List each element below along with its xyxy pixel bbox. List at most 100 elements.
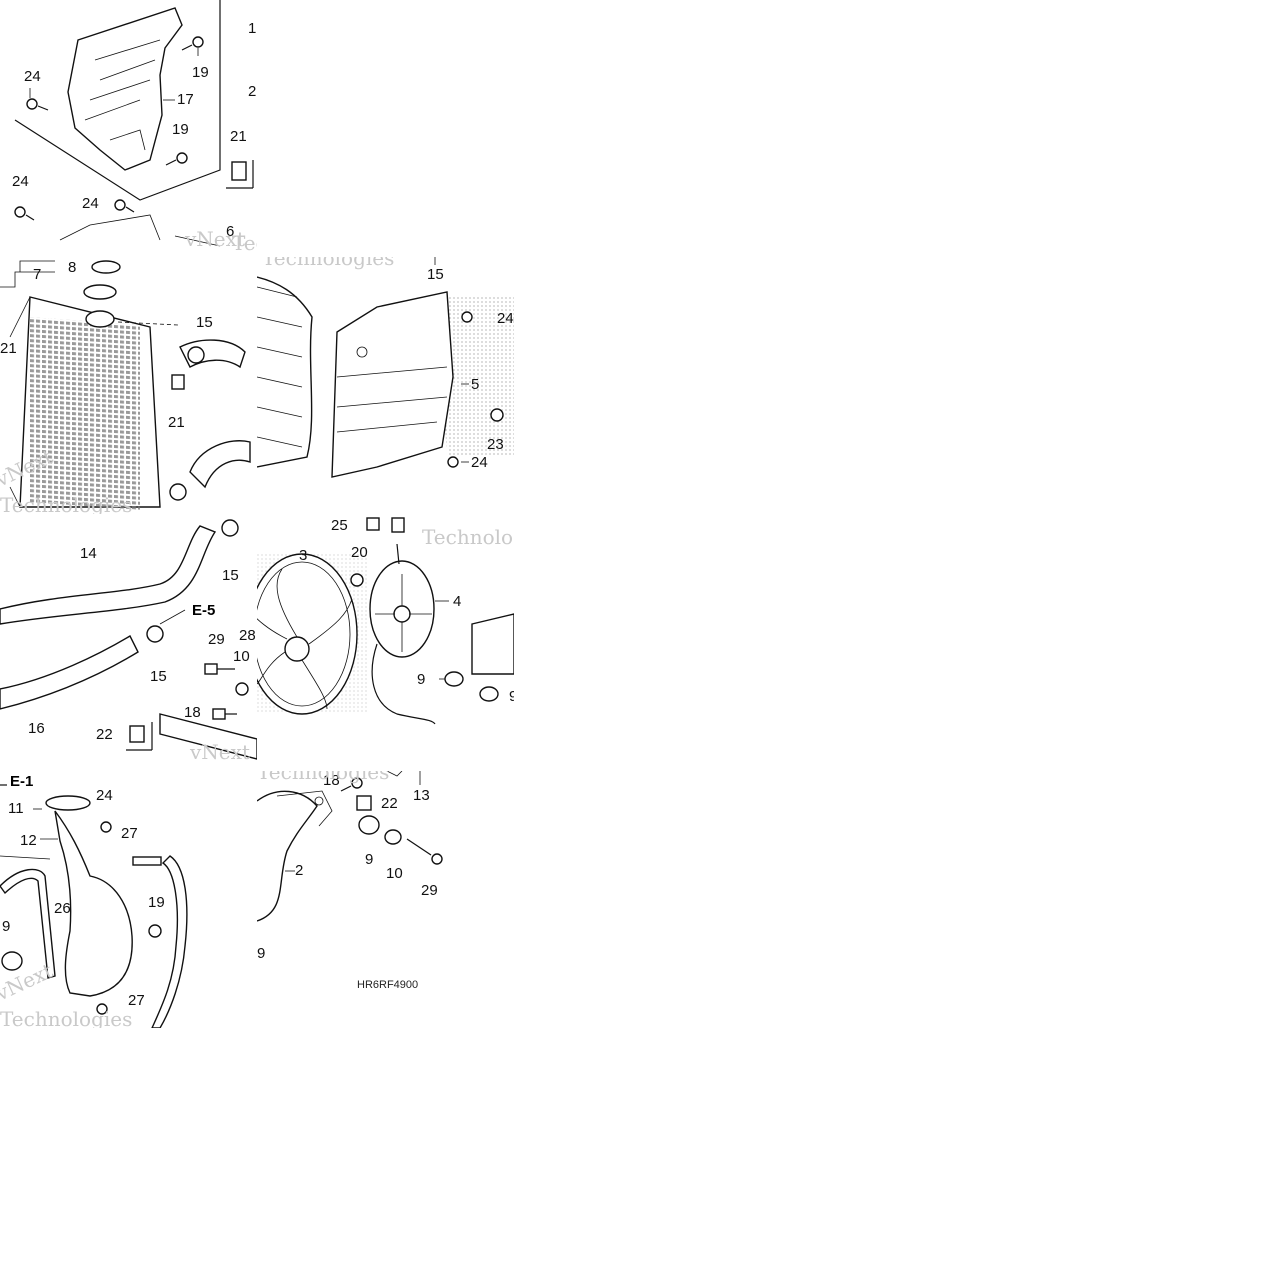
callout-26: 26 (54, 900, 71, 917)
reserve-tank-part (45, 795, 133, 997)
lower-hose-part (0, 635, 139, 710)
reference-e1: E-1 (10, 773, 33, 790)
watermark-text: Technologies (262, 257, 394, 270)
hose-clamp-icon (146, 625, 164, 643)
callout-15: 15 (150, 668, 167, 685)
watermark-text: Technologies (257, 771, 389, 784)
hose-clamp-icon (187, 346, 205, 364)
tile-fan-motor: 25 20 3 4 9 9 Technologies (257, 514, 514, 771)
callout-5: 5 (471, 376, 479, 393)
seal-ring-icon (91, 260, 121, 274)
hose-clamp-icon (221, 519, 239, 537)
callout-21: 21 (230, 128, 247, 145)
callout-10: 10 (386, 865, 403, 882)
bolt-icon (350, 573, 364, 587)
callout-28: 28 (239, 627, 256, 644)
callout-15: 15 (427, 266, 444, 283)
tile-fan-shroud: 15 24 5 23 24 Technologies (257, 257, 514, 514)
callout-20: 20 (351, 544, 368, 561)
nut-icon (490, 408, 504, 422)
fan-motor-part (369, 543, 436, 725)
watermark-text: Technologies (422, 525, 514, 549)
callout-15: 15 (222, 567, 239, 584)
callout-12: 12 (20, 832, 37, 849)
rubber-grommet-icon (1, 951, 23, 971)
callout-11: 11 (8, 800, 24, 817)
clip-nut-icon (356, 795, 372, 811)
diagram-code: HR6RF4900 (357, 979, 418, 991)
clip-nut-icon (231, 161, 247, 181)
callout-24: 24 (497, 310, 514, 327)
callout-13: 13 (413, 787, 430, 804)
rubber-grommet-icon (444, 671, 499, 702)
radiator-part (9, 296, 161, 510)
watermark-text: Tec (232, 231, 257, 255)
callout-25: 25 (331, 517, 348, 534)
fan-shroud-part (331, 291, 454, 478)
connector-icon (391, 517, 405, 533)
callout-24: 24 (96, 787, 113, 804)
callout-9: 9 (2, 918, 10, 935)
mount-bracket-part (159, 713, 257, 760)
callout-17: 17 (177, 91, 194, 108)
upper-hose-part (0, 525, 217, 625)
callout-3: 3 (299, 547, 307, 564)
callout-21: 21 (168, 414, 185, 431)
clip-nut-icon (171, 374, 185, 390)
tile-reserve-tank: 11 24 12 27 26 19 9 27 E-1 vNext Technol… (0, 771, 257, 1028)
callout-29: 29 (421, 882, 438, 899)
engine-housing-part (471, 613, 514, 675)
callout-24: 24 (82, 195, 99, 212)
callout-9: 9 (509, 688, 514, 705)
callout-23: 23 (487, 436, 504, 453)
callout-19: 19 (148, 894, 165, 911)
radiator-fins-part (257, 276, 313, 468)
tile-shroud-bracket: 1 2 24 19 17 19 21 24 24 6 vNext Tec (0, 0, 257, 257)
cooling-fan-part (257, 553, 358, 715)
callout-24: 24 (24, 68, 41, 85)
callout-21: 21 (0, 340, 17, 357)
tile-hoses: 14 15 29 28 10 15 18 16 22 E-5 vNext (0, 514, 257, 771)
siphon-tube-part (151, 855, 188, 1028)
callout-10: 10 (233, 648, 250, 665)
tube-icon (132, 856, 162, 866)
callout-18: 18 (323, 772, 340, 789)
reference-e5: E-5 (192, 602, 215, 619)
callout-29: 29 (208, 631, 225, 648)
callout-6: 6 (226, 223, 234, 240)
watermark-text: Technologies (0, 1007, 132, 1028)
callout-2: 2 (295, 862, 303, 879)
callout-9: 9 (257, 945, 265, 962)
shroud-bracket-part (67, 7, 183, 171)
bolt-icon (204, 663, 249, 720)
bolt-icon (14, 36, 204, 221)
callout-18: 18 (184, 704, 201, 721)
radiator-cap-icon (83, 284, 117, 328)
callout-19: 19 (192, 64, 209, 81)
connector-icon (366, 517, 380, 531)
bolt-icon (96, 821, 162, 1015)
callout-24: 24 (471, 454, 488, 471)
hose-clamp-icon (169, 483, 187, 501)
mount-plate-part (257, 790, 318, 922)
watermark-text: vNext (189, 740, 250, 764)
callout-8: 8 (68, 259, 76, 276)
rubber-grommet-icon (358, 815, 380, 835)
callout-27: 27 (128, 992, 145, 1009)
watermark-text: vNext (184, 227, 245, 251)
overflow-hose-part (0, 868, 56, 979)
bolt-icon (447, 311, 473, 468)
watermark-text: Technologies (0, 493, 132, 514)
callout-14: 14 (80, 545, 97, 562)
callout-19: 19 (172, 121, 189, 138)
tile-mount-hardware: 18 13 22 2 9 10 29 9 HR6RF4900 Technolog… (257, 771, 514, 1028)
callout-7: 7 (33, 266, 41, 283)
callout-15: 15 (196, 314, 213, 331)
callout-24: 24 (12, 173, 29, 190)
bolt-icon (340, 777, 443, 865)
hose-part (189, 440, 251, 489)
callout-27: 27 (121, 825, 138, 842)
callout-16: 16 (28, 720, 45, 737)
tile-radiator: 7 8 21 15 21 vNext Technologies (0, 257, 257, 514)
callout-2: 2 (248, 83, 256, 100)
